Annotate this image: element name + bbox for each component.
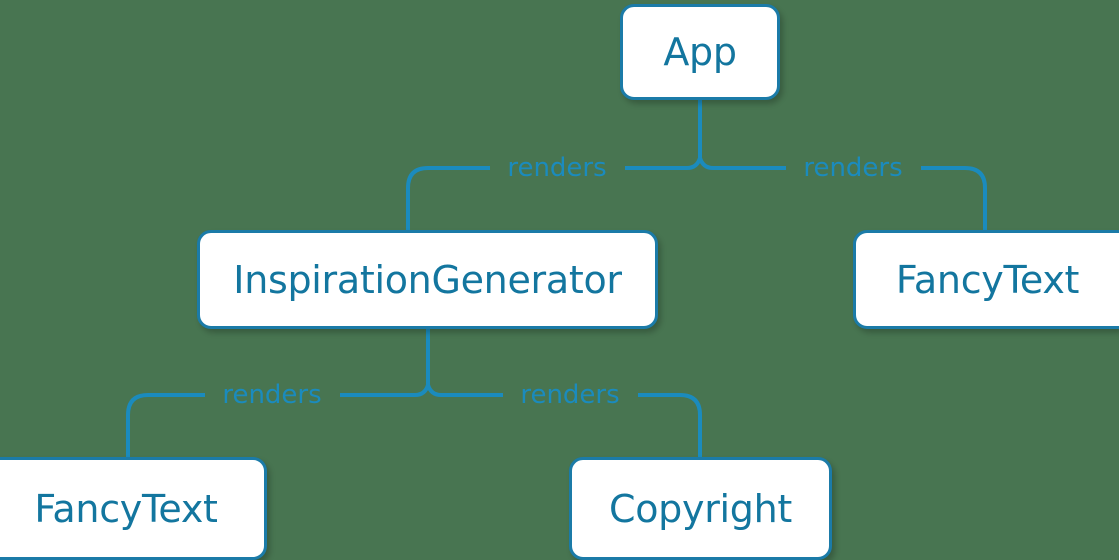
node-fancytext-bottom[interactable]: FancyText xyxy=(0,457,267,560)
node-app-label: App xyxy=(663,30,737,74)
edge-ig-copyright-right-seg xyxy=(638,393,702,457)
edge-label-app-inspiration: renders xyxy=(507,153,607,183)
node-fancytext-right[interactable]: FancyText xyxy=(853,230,1119,329)
edge-ig-fancytext-right-seg xyxy=(340,384,430,397)
edge-app-fancytext-right-seg xyxy=(921,166,987,230)
edge-app-inspiration-left-seg xyxy=(406,166,490,230)
node-copyright-label: Copyright xyxy=(609,486,792,531)
node-inspiration-generator-label: InspirationGenerator xyxy=(233,257,622,302)
edge-ig-fancytext-left-seg xyxy=(126,393,205,457)
edge-label-inspiration-copyright: renders xyxy=(520,380,620,410)
node-inspiration-generator[interactable]: InspirationGenerator xyxy=(197,230,658,329)
node-fancytext-right-label: FancyText xyxy=(895,257,1080,302)
edge-app-inspiration-right-seg xyxy=(625,157,702,170)
edge-label-inspiration-fancytext: renders xyxy=(222,380,322,410)
node-app[interactable]: App xyxy=(620,4,780,100)
node-copyright[interactable]: Copyright xyxy=(569,457,832,560)
edge-app-fancytext-left-seg xyxy=(698,157,786,170)
edge-label-app-fancytext: renders xyxy=(803,153,903,183)
node-fancytext-bottom-label: FancyText xyxy=(34,486,218,531)
edge-ig-copyright-left-seg xyxy=(426,384,503,397)
